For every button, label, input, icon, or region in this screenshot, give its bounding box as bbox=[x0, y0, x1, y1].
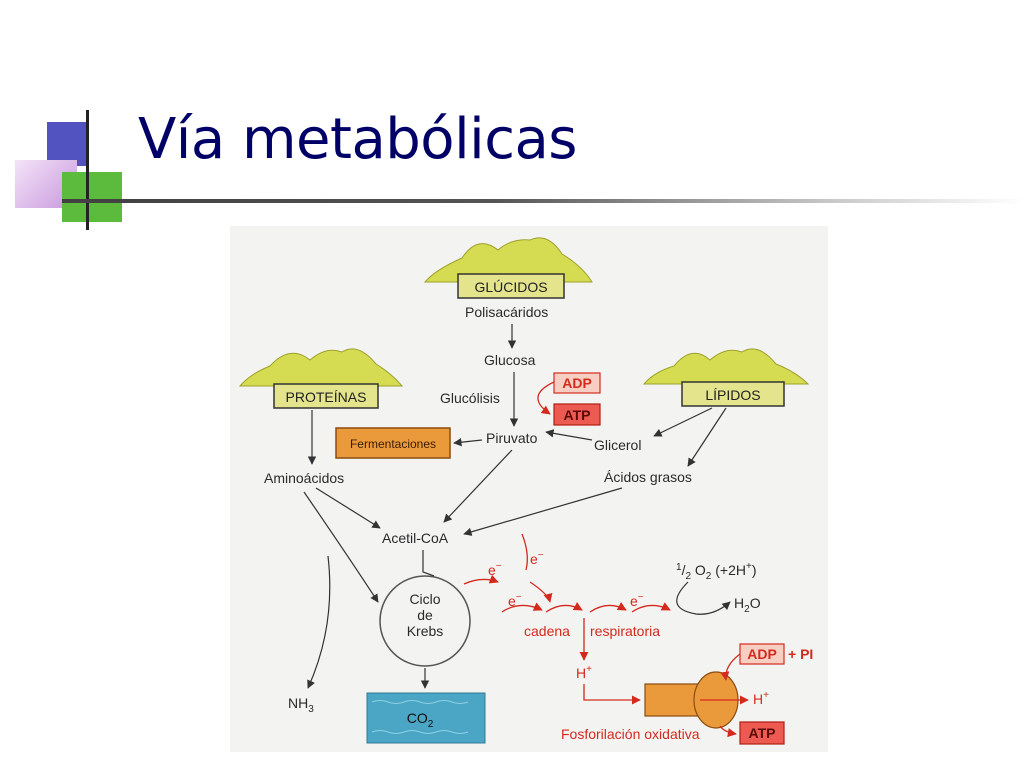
atp-bottom-box bbox=[739, 721, 785, 745]
acidos-grasos-label: Ácidos grasos bbox=[604, 469, 692, 485]
pi-label: + PI bbox=[788, 646, 813, 662]
arrow-acetil-krebs bbox=[422, 550, 435, 577]
title-rule bbox=[62, 199, 1024, 203]
arrow-o2-h2o bbox=[676, 581, 731, 615]
fosforilacion-label: Fosforilación oxidativa bbox=[561, 726, 700, 742]
slide-title: Vía metabólicas bbox=[138, 107, 577, 172]
decor-vertical-line bbox=[86, 110, 89, 230]
metabolic-pathways-diagram: GLÚCIDOS PROTEÍNAS LÍPIDOS Polisacáridos… bbox=[238, 237, 813, 745]
arrow-adp-atp-top bbox=[537, 381, 555, 415]
proteinas-label-box bbox=[273, 383, 379, 409]
atp-top-box bbox=[553, 403, 601, 426]
half-o2-label: 1/2 O2 (+2H+) bbox=[676, 561, 757, 582]
co2-water-ripples bbox=[371, 700, 469, 734]
electron-label-2: e− bbox=[530, 550, 544, 567]
arrow-adp-synthase bbox=[720, 653, 741, 681]
glucidos-label-box bbox=[457, 273, 565, 299]
arrow-aminoacidos-krebs bbox=[303, 491, 379, 603]
acetil-coa-label: Acetil-CoA bbox=[382, 530, 449, 546]
decor-green-square bbox=[62, 172, 122, 222]
adp-top-box bbox=[553, 372, 601, 394]
arrow-aminoacidos-nh3 bbox=[307, 555, 331, 689]
arrow-acidos-acetil bbox=[463, 487, 623, 536]
adp-bottom-label: ADP bbox=[747, 646, 777, 662]
adp-top-label: ADP bbox=[562, 375, 592, 391]
krebs-cycle-circle bbox=[379, 575, 471, 667]
piruvato-label: Piruvato bbox=[486, 430, 538, 446]
krebs-ciclo-label: Ciclo bbox=[409, 591, 440, 607]
cadena-label: cadena bbox=[524, 623, 570, 639]
electron-label-3: e− bbox=[508, 592, 522, 609]
lipidos-mound-shape bbox=[642, 348, 810, 385]
atp-bottom-label: ATP bbox=[749, 725, 776, 741]
nh3-label: NH3 bbox=[288, 695, 314, 715]
arrow-chain-hop-3 bbox=[589, 602, 627, 613]
h2o-label: H2O bbox=[734, 595, 761, 615]
arrow-chain-hop-4 bbox=[631, 602, 671, 613]
arrow-electron-chain-down bbox=[521, 533, 550, 602]
arrow-aminoacidos-acetil bbox=[315, 487, 381, 529]
pathway-arrows bbox=[303, 324, 731, 689]
arrow-lipidos-glicerol bbox=[653, 407, 713, 437]
glucidos-mound-shape bbox=[423, 237, 593, 283]
proteinas-label: PROTEÍNAS bbox=[286, 389, 367, 405]
arrow-piruvato-fermentaciones bbox=[453, 438, 483, 447]
krebs-de-label: de bbox=[417, 607, 433, 623]
glucidos-mound: GLÚCIDOS bbox=[423, 237, 593, 299]
arrow-piruvato-acetil bbox=[443, 449, 513, 523]
arrow-krebs-electron bbox=[463, 574, 499, 585]
fermentaciones-label: Fermentaciones bbox=[350, 437, 436, 451]
proteinas-mound: PROTEÍNAS bbox=[238, 348, 404, 409]
arrow-chain-hop-2 bbox=[545, 602, 583, 613]
proteinas-mound-shape bbox=[238, 348, 404, 387]
decor-purple-square bbox=[47, 122, 89, 166]
glucosa-label: Glucosa bbox=[484, 352, 536, 368]
arrow-synthase-atp bbox=[719, 725, 737, 738]
arrow-lipidos-acidos bbox=[687, 407, 727, 467]
electron-label-1: e− bbox=[488, 561, 502, 578]
glucidos-label: GLÚCIDOS bbox=[474, 279, 547, 295]
h-plus-right-label: H+ bbox=[753, 690, 769, 707]
krebs-krebs-label: Krebs bbox=[407, 623, 444, 639]
arrow-glicerol-piruvato bbox=[545, 429, 593, 441]
polisacaridos-label: Polisacáridos bbox=[465, 304, 548, 320]
aminoacidos-label: Aminoácidos bbox=[264, 470, 344, 486]
arrow-h-plus-synthase bbox=[583, 684, 641, 705]
atp-top-label: ATP bbox=[564, 407, 591, 423]
glucolisis-label: Glucólisis bbox=[440, 390, 500, 406]
co2-label: CO2 bbox=[407, 710, 434, 730]
electron-label-4: e− bbox=[630, 592, 644, 609]
diagram-panel bbox=[230, 226, 828, 752]
glicerol-label: Glicerol bbox=[594, 437, 641, 453]
respiratoria-label: respiratoria bbox=[590, 623, 660, 639]
fermentaciones-box bbox=[335, 427, 451, 459]
lipidos-mound: LÍPIDOS bbox=[642, 348, 810, 407]
lipidos-label: LÍPIDOS bbox=[705, 387, 760, 403]
h-plus-left-label: H+ bbox=[576, 664, 592, 681]
lipidos-label-box bbox=[681, 381, 785, 407]
arrow-chain-hop-1 bbox=[501, 602, 543, 613]
energy-arrows bbox=[463, 381, 749, 738]
